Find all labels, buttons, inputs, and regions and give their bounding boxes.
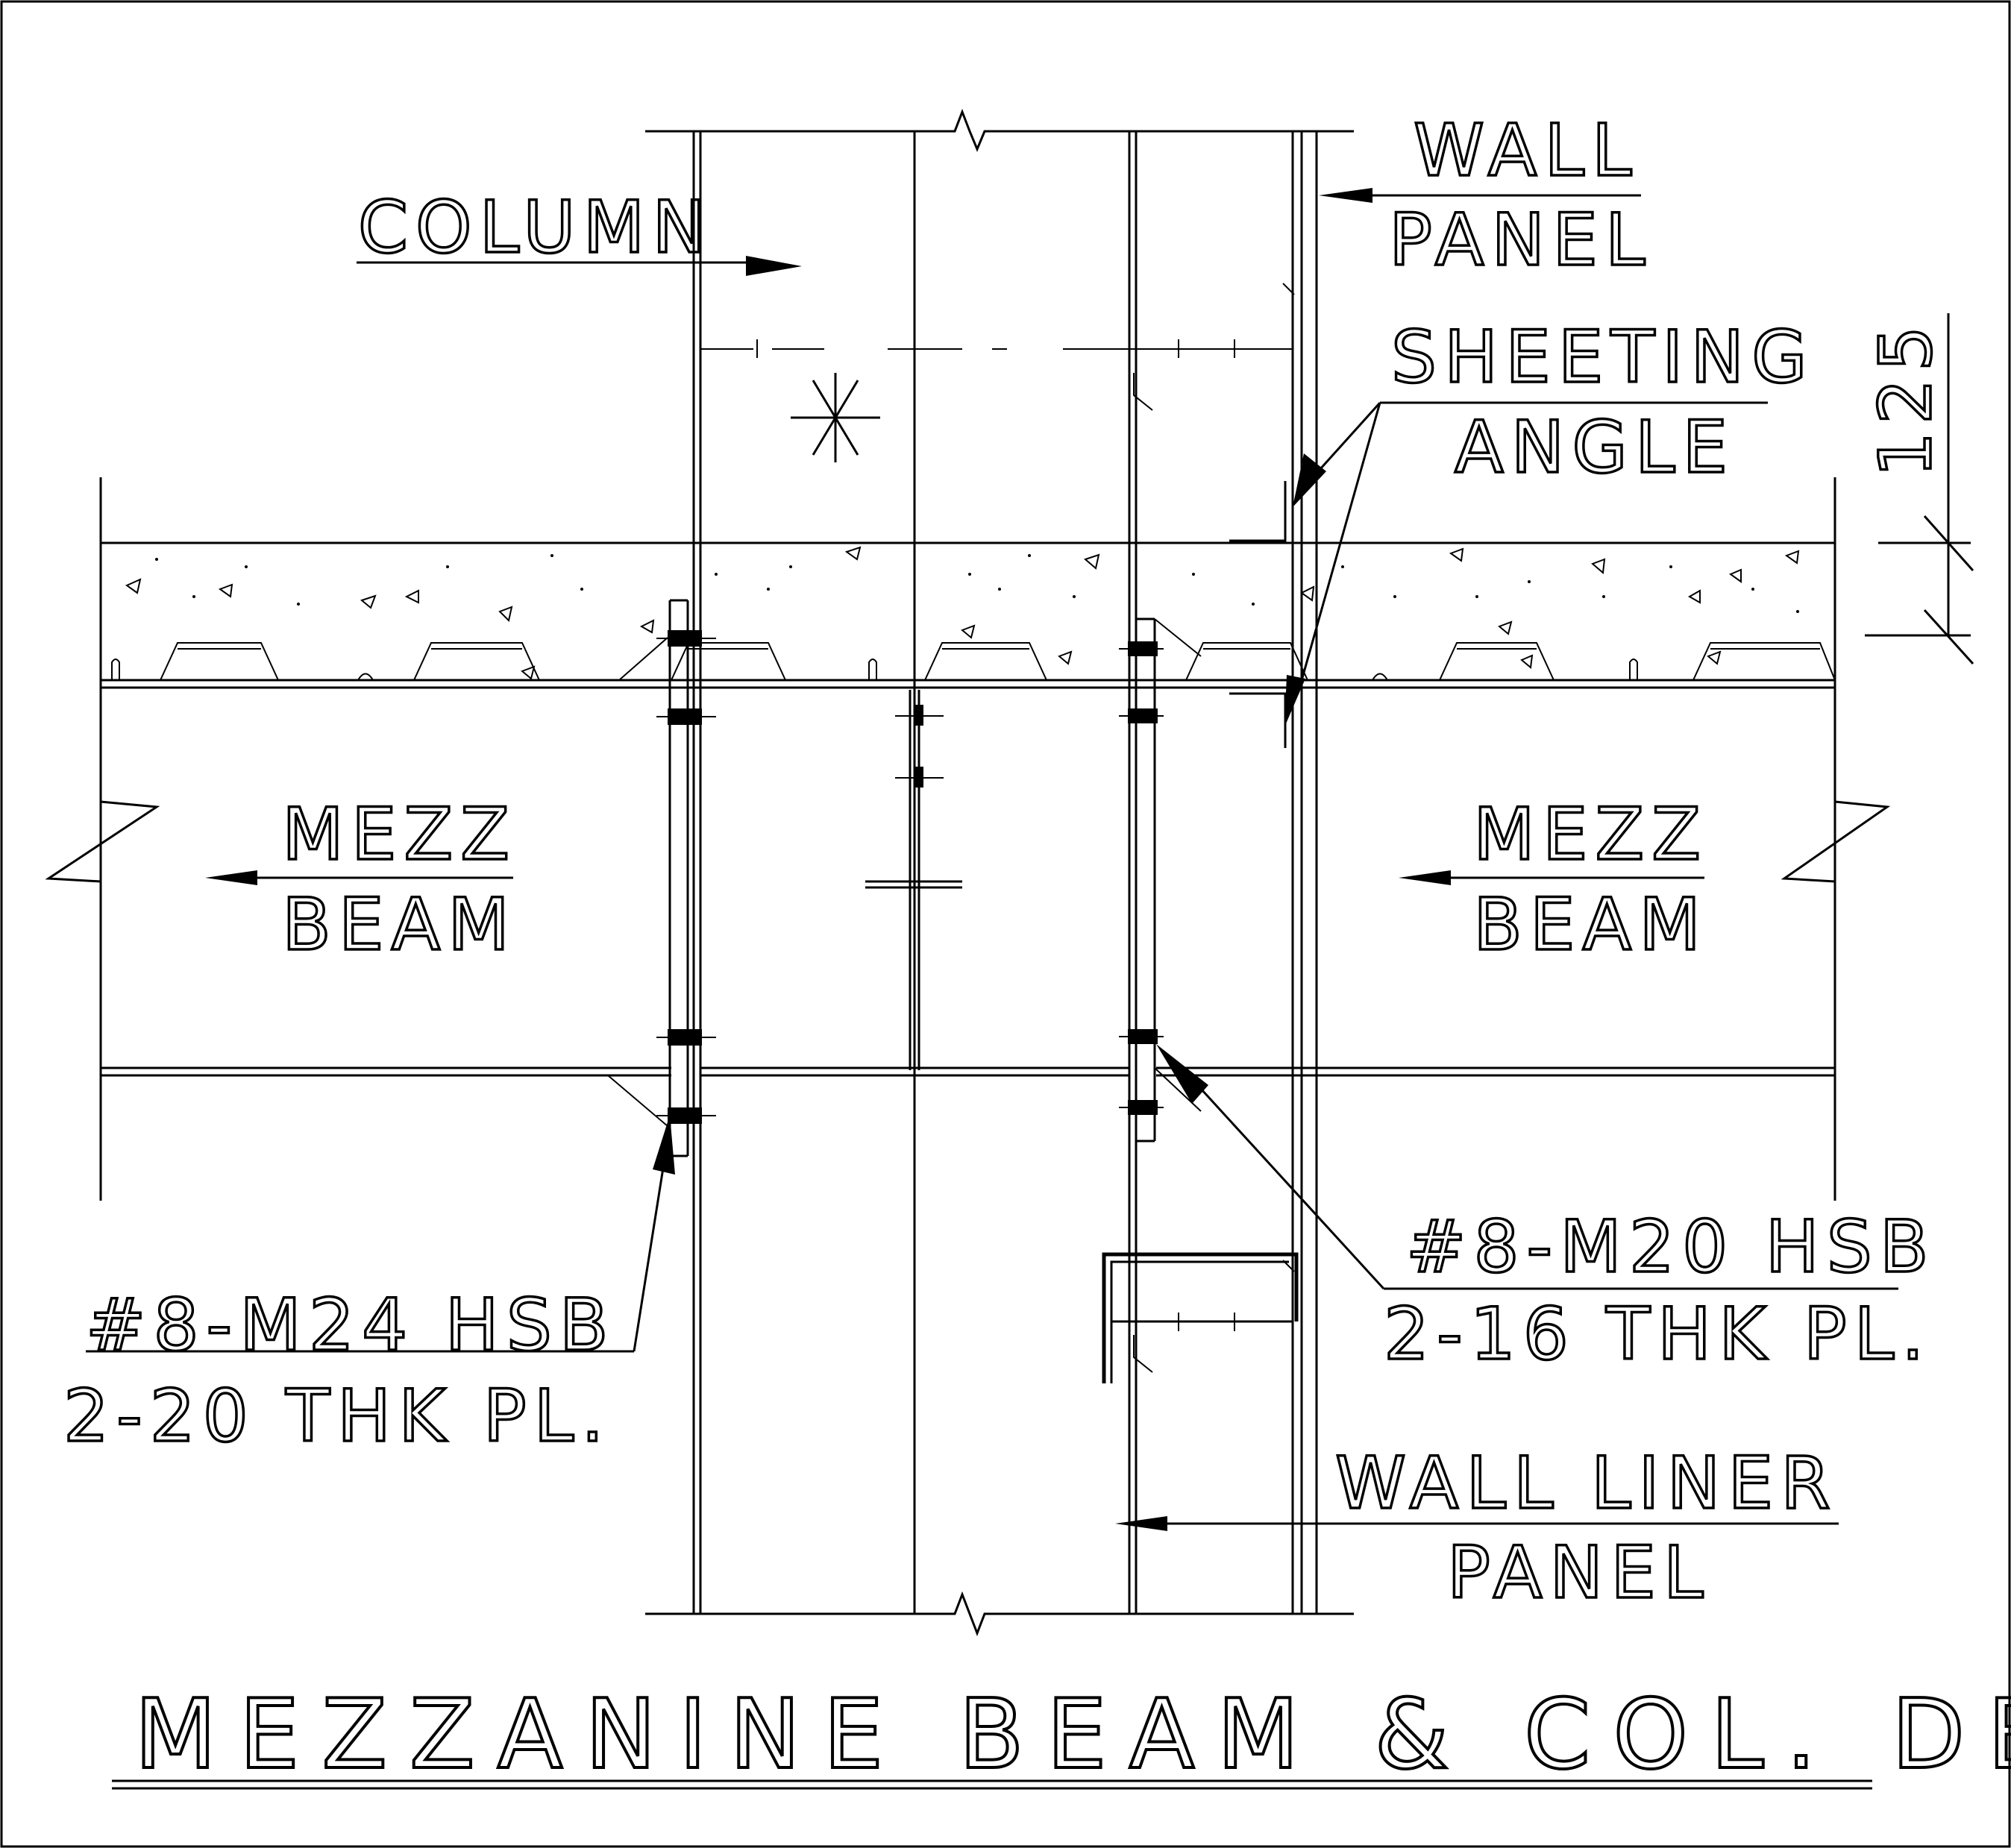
mezz-beam-left-label-line2: BEAM bbox=[282, 883, 517, 967]
drawing-title: MEZZANINE BEAM & COL. DETAIL bbox=[134, 1679, 2011, 1791]
concrete-slab bbox=[101, 541, 1836, 689]
mezz-beam-left-label-line1: MEZZ bbox=[282, 793, 517, 876]
dimension-125 bbox=[1865, 313, 1974, 665]
bolts-left-leader bbox=[86, 1115, 675, 1353]
wall-liner-leader bbox=[1115, 1516, 1839, 1531]
wall-liner-bracket bbox=[1102, 1252, 1299, 1383]
wall-panel-label-line1: WALL bbox=[1414, 109, 1639, 192]
bolts-right-label-line2: 2-16 THK PL. bbox=[1384, 1292, 1932, 1376]
bolts-right-leader bbox=[1156, 1044, 1898, 1290]
sheeting-angle-leader bbox=[1284, 401, 1768, 727]
wall-liner-label-line2: PANEL bbox=[1447, 1531, 1710, 1615]
mezz-beam-right-label-line2: BEAM bbox=[1473, 883, 1708, 967]
column-top-break-line bbox=[645, 108, 1354, 152]
wall-panel-leader bbox=[1319, 188, 1641, 203]
sheeting-angle-label-line2: ANGLE bbox=[1455, 406, 1735, 489]
mezz-beam-left-leader bbox=[205, 870, 513, 885]
splice-plate-right bbox=[1119, 617, 1164, 1143]
wall-liner-label-line1: WALL LINER bbox=[1335, 1442, 1838, 1525]
sheeting-angle bbox=[1229, 481, 1287, 748]
column bbox=[645, 108, 1354, 1637]
dimension-label: 125 bbox=[1864, 318, 1948, 477]
column-label: COLUMN bbox=[358, 186, 713, 269]
mezz-beam-right-leader bbox=[1399, 870, 1704, 885]
bolts-right-label-line1: #8-M20 HSB bbox=[1406, 1205, 1936, 1289]
mezz-beam-left bbox=[45, 477, 671, 1201]
wall-panel-label-line2: PANEL bbox=[1389, 198, 1652, 282]
mezz-beam-right-label-line1: MEZZ bbox=[1473, 793, 1708, 876]
splice-plate-left bbox=[656, 599, 716, 1157]
column-leader bbox=[357, 256, 802, 276]
shear-tab bbox=[865, 690, 962, 1070]
column-bottom-break-line bbox=[645, 1591, 1354, 1637]
bolts-left-label-line2: 2-20 THK PL. bbox=[63, 1374, 612, 1458]
mezz-beam-right bbox=[700, 477, 1891, 1201]
sheeting-angle-label-line1: SHEETING bbox=[1391, 315, 1815, 399]
section-mark-icon bbox=[791, 373, 880, 462]
bolts-left-label-line1: #8-M24 HSB bbox=[86, 1283, 616, 1367]
